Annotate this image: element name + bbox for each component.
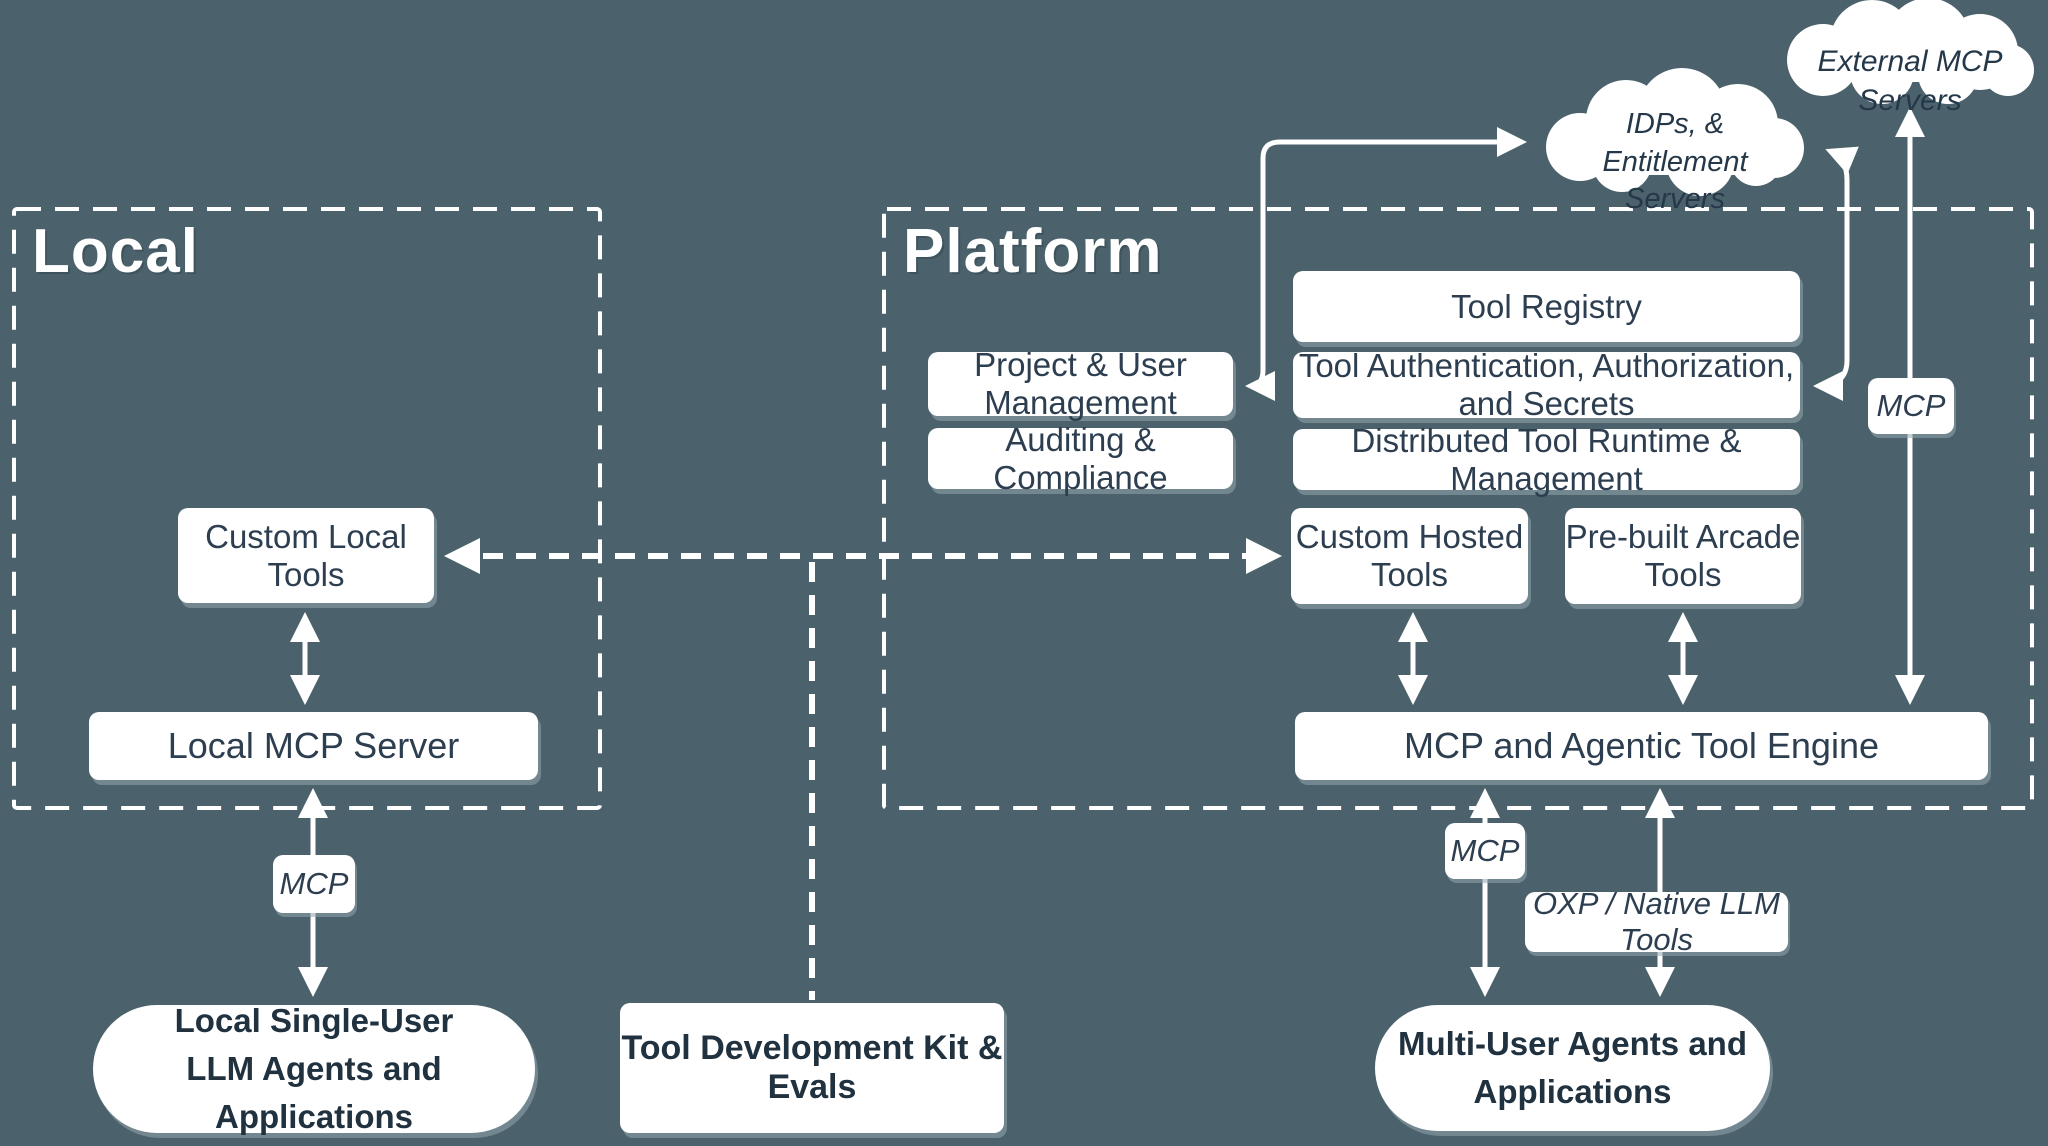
idp-cloud-line2: Servers [1625, 183, 1725, 216]
box-tool-registry: Tool Registry [1293, 271, 1800, 342]
idp-entitlement-cloud-label: IDPs, & Entitlement Servers [1555, 106, 1795, 219]
idp-cloud-line1: IDPs, & Entitlement [1602, 108, 1748, 178]
arrow-projectuser-idpcloud [1245, 127, 1527, 401]
local-region-title: Local [32, 217, 199, 286]
box-tool-authentication: Tool Authentication, Authorization, and … [1293, 347, 1800, 422]
box-prebuilt-arcade-tools: Pre-built Arcade Tools [1565, 508, 1801, 604]
pill-local-single-user-line1: Local Single-User [174, 1002, 454, 1040]
tag-mcp-platform: MCP [1445, 823, 1525, 879]
local-region-border [12, 207, 602, 810]
pill-multi-user-line2: Applications [1473, 1073, 1672, 1110]
box-auditing-compliance: Auditing & Compliance [928, 421, 1233, 496]
external-mcp-servers-cloud-label: External MCP Servers [1817, 45, 2003, 117]
tag-mcp-local: MCP [273, 855, 355, 913]
box-custom-hosted-tools: Custom Hosted Tools [1291, 508, 1528, 604]
tag-oxp-native-llm-tools: OXP / Native LLM Tools [1525, 886, 1788, 957]
pill-multi-user: Multi-User Agents and Applications [1375, 1005, 1770, 1131]
idp-entitlement-cloud [1546, 68, 1804, 196]
box-distributed-runtime: Distributed Tool Runtime & Management [1293, 422, 1800, 497]
pill-local-single-user: Local Single-User LLM Agents and Applica… [93, 1002, 535, 1135]
pill-multi-user-line1: Multi-User Agents and [1398, 1025, 1747, 1063]
box-custom-local-tools: Custom Local Tools [178, 508, 434, 603]
tag-mcp-external: MCP [1868, 378, 1954, 434]
box-project-user-management: Project & User Management [928, 346, 1233, 421]
box-tool-dev-kit: Tool Development Kit & Evals [620, 1003, 1004, 1133]
arrow-toolauth-idpcloud [1813, 146, 1859, 401]
external-mcp-servers-cloud [1787, 0, 2034, 104]
pill-local-single-user-line2: LLM Agents and Applications [186, 1050, 442, 1135]
platform-region-title: Platform [903, 217, 1163, 286]
box-local-mcp-server: Local MCP Server [89, 712, 538, 780]
box-mcp-agentic-engine: MCP and Agentic Tool Engine [1295, 712, 1988, 780]
